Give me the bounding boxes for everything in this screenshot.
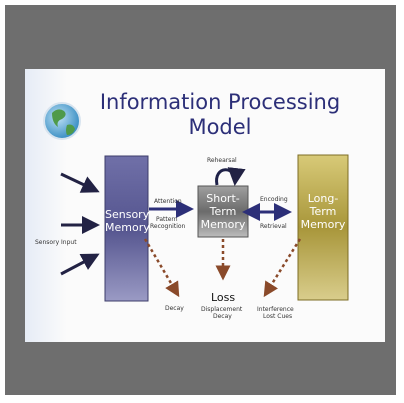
displacement-label: Displacement <box>201 306 243 313</box>
short-term-memory-label: Short- Term Memory <box>198 192 248 231</box>
sensory-input-label: Sensory Input <box>35 239 77 246</box>
slide: Information Processing Model <box>25 69 385 342</box>
sensory-decay-arrow <box>143 238 180 298</box>
title-line-1: Information Processing <box>99 90 341 114</box>
long-term-memory-label-line-2: Term <box>309 205 337 218</box>
loss-label: Loss <box>211 291 236 304</box>
short-term-memory-label-line-2: Term <box>209 205 237 218</box>
long-term-memory-label-line-1: Long- <box>307 192 339 205</box>
short-term-memory-label-line-3: Memory <box>200 218 246 231</box>
long-term-loss-arrow <box>263 238 302 298</box>
decay-label: Decay <box>165 305 184 312</box>
globe-icon <box>43 102 81 140</box>
title-line-2: Model <box>188 115 252 139</box>
retrieval-label: Retrieval <box>260 223 287 230</box>
encoding-label: Encoding <box>260 196 288 203</box>
rehearsal-loop-arrow <box>215 167 246 186</box>
sensory-input-arrow-top <box>60 172 100 193</box>
diagram-canvas <box>43 102 349 302</box>
long-term-memory-label-line-3: Memory <box>300 218 346 231</box>
sensory-memory-label: Sensory Memory <box>105 208 150 234</box>
short-term-memory-label-line-1: Short- <box>206 192 240 205</box>
sensory-memory-label-line-2: Memory <box>105 221 150 234</box>
pattern-recognition-label-line-1: Pattern <box>156 216 178 223</box>
attention-label: Attention <box>154 198 182 205</box>
long-term-memory-box <box>297 154 349 301</box>
lost-cues-label: Lost Cues <box>263 313 293 320</box>
interference-label: Interference <box>257 306 294 313</box>
long-term-memory-label: Long- Term Memory <box>298 192 348 231</box>
decay-short-term-label: Decay <box>213 313 232 320</box>
sensory-memory-label-line-1: Sensory <box>105 208 150 221</box>
rehearsal-label: Rehearsal <box>207 157 237 164</box>
pattern-recognition-label-line-2: Recognition <box>150 223 186 230</box>
sensory-input-arrow-bottom <box>60 253 100 276</box>
sensory-memory-box <box>104 155 149 302</box>
